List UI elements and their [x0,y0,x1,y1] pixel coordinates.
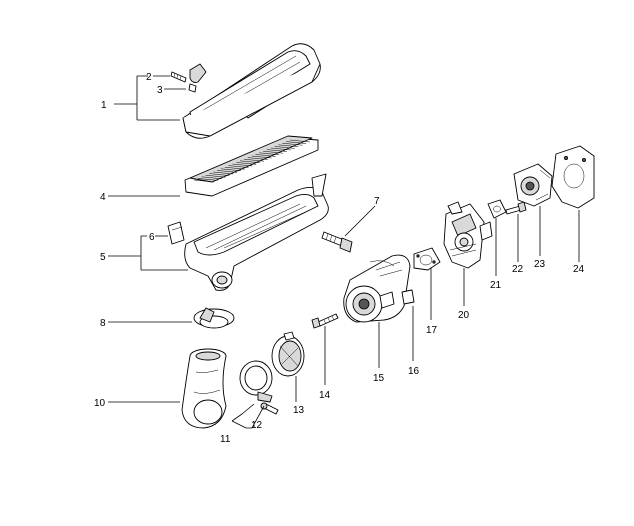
filter-pleat [205,174,226,178]
part-filter-element [184,135,319,197]
part-screw-and-knob [170,63,207,93]
callout-1: 1 [101,100,107,111]
part-filter-housing [184,173,329,291]
part-air-filter-cover [182,43,321,139]
filter-pleat [236,162,257,165]
filter-pleat [247,157,268,160]
part-intake-block [513,163,553,207]
filter-pleat [243,158,264,162]
callout-24: 24 [573,264,585,275]
callout-12: 12 [251,420,263,431]
part-clip [167,221,185,245]
callout-14: 14 [319,390,331,401]
filter-pleat [193,179,215,183]
filter-pleat [217,170,238,173]
part-screw-22 [505,201,527,215]
filter-pleat [213,171,234,175]
callout-22: 22 [512,264,524,275]
part-intake-elbow [181,348,227,429]
filter-pleat [197,178,218,181]
part-carb-gasket [487,199,507,219]
callout-7: 7 [374,196,380,207]
callout-21: 21 [490,280,502,291]
filter-pleat [228,165,249,168]
filter-pleat [278,144,299,148]
filter-pleat [282,142,303,146]
part-insulator-gasket [413,247,441,271]
filter-pleat [201,176,222,180]
callout-8: 8 [100,318,106,329]
filter-pleat [274,146,295,149]
callout-13: 13 [293,405,305,416]
part-baffle-plate [271,331,305,377]
part-long-screw [311,313,339,329]
filter-pleat [224,166,245,170]
part-carburetor-shroud [343,254,411,323]
callout-numbers: 1 2 3 4 5 6 7 8 10 11 12 13 14 15 16 17 … [94,72,585,445]
part-bolt-7 [321,231,353,253]
part-flat-gasket [551,145,595,209]
callout-4: 4 [100,192,106,203]
filter-pleat [220,168,241,172]
filter-pleat [266,149,287,152]
filter-pleat [209,173,230,176]
filter-pleat [259,152,280,156]
callout-16: 16 [408,366,420,377]
part-carburetor [443,201,493,269]
callout-3: 3 [157,85,163,96]
callout-15: 15 [373,373,385,384]
part-band-clamp [239,360,279,415]
filter-pleat [263,150,284,154]
filter-pleat [286,141,307,144]
part-square-gasket [401,289,415,305]
callout-10: 10 [94,398,106,409]
filter-pleat [240,160,261,164]
leader-lines [108,75,580,429]
callout-11: 11 [220,434,231,445]
filter-pleat [232,163,253,167]
callout-23: 23 [534,259,546,270]
callout-5: 5 [100,252,106,263]
callout-20: 20 [458,310,470,321]
filter-pleat [251,155,272,159]
filter-pleat [270,147,291,151]
callout-2: 2 [146,72,152,83]
filter-pleat [289,139,311,143]
part-hose-clamp [193,307,235,329]
callout-17: 17 [426,325,438,336]
callout-6: 6 [149,232,155,243]
filter-pleat [255,154,276,157]
